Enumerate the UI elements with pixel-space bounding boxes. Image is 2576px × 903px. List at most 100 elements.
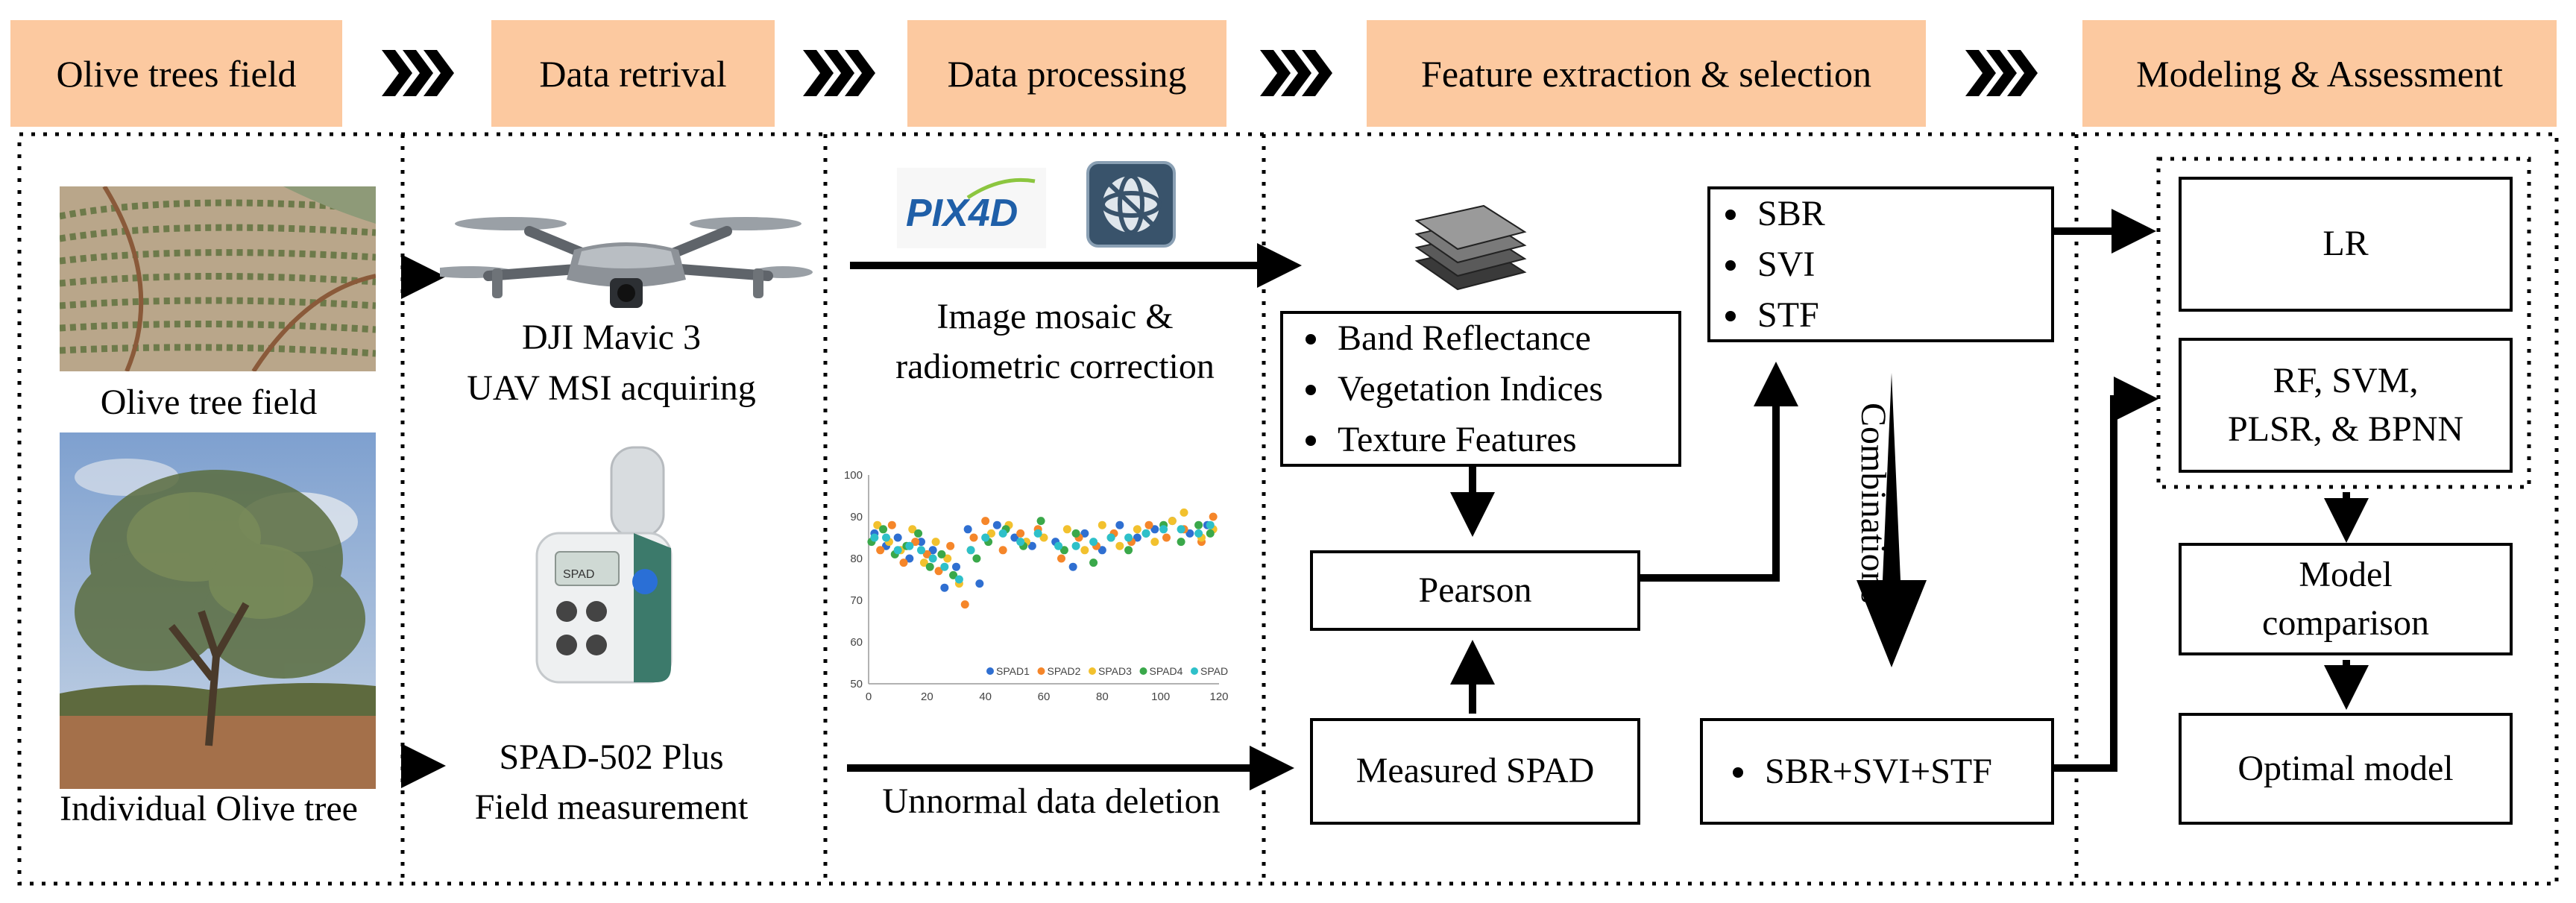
- comparison-line2: comparison: [2262, 602, 2429, 643]
- chart-x-tick-label: 120: [1209, 690, 1228, 703]
- comparison-line1: Model: [2299, 554, 2393, 594]
- ml-models-line2: PLSR, & BPNN: [2227, 409, 2464, 449]
- chart-point: [1150, 538, 1159, 547]
- chart-point: [1080, 546, 1089, 555]
- pearson-box: Pearson: [1310, 550, 1640, 631]
- chart-legend-marker: [1139, 667, 1147, 675]
- chart-point: [937, 550, 946, 559]
- chart-point: [1124, 533, 1133, 542]
- chart-point: [925, 562, 934, 571]
- chart-legend-marker: [1089, 667, 1096, 675]
- chevron-icon: [1260, 50, 1332, 96]
- chart-point: [975, 579, 984, 588]
- chart-x-tick-label: 60: [1038, 690, 1051, 703]
- chart-point: [1027, 541, 1036, 550]
- chart-point: [882, 533, 890, 542]
- chevron-icon: [382, 50, 454, 96]
- chart-point: [1098, 546, 1106, 555]
- feature-vegetation-indices: Vegetation Indices: [1332, 364, 1603, 415]
- chart-point: [966, 546, 975, 555]
- meter-display-text: SPAD: [563, 568, 594, 581]
- chart-point: [1124, 546, 1133, 555]
- uav-caption-line2: UAV MSI acquiring: [467, 368, 756, 408]
- chart-x-tick-label: 20: [921, 690, 933, 703]
- combinations-arrow-icon: [1857, 373, 1927, 667]
- chart-point: [893, 546, 902, 555]
- chart-point: [917, 546, 925, 555]
- chart-point: [1141, 529, 1150, 538]
- chart-point: [940, 562, 949, 571]
- chart-x-tick-label: 80: [1096, 690, 1109, 703]
- chart-point: [946, 541, 955, 550]
- chart-point: [876, 546, 885, 555]
- chart-point: [981, 533, 990, 542]
- aerial-olive-field-image: [60, 186, 376, 371]
- chart-point: [954, 575, 963, 584]
- chart-point: [1133, 533, 1141, 542]
- combined-sbr-svi-stf: SBR+SVI+STF: [1759, 746, 1992, 797]
- chart-y-tick-label: 80: [850, 553, 863, 565]
- chart-legend-marker: [1037, 667, 1045, 675]
- chart-point: [1071, 529, 1080, 538]
- chart-legend-label: SPAD3: [1098, 665, 1132, 677]
- feature-texture-features: Texture Features: [1332, 415, 1603, 465]
- chart-point: [972, 554, 981, 563]
- pix4d-logo: PIX4D: [897, 168, 1046, 248]
- spad-meter-icon: SPAD: [522, 444, 693, 690]
- feature-band-reflectance: Band Reflectance: [1332, 313, 1603, 364]
- chart-point: [893, 533, 902, 542]
- globe-software-icon: [1086, 160, 1177, 248]
- chart-point: [911, 538, 920, 547]
- chart-point: [1033, 529, 1042, 538]
- selected-features-box: SBR SVI STF: [1707, 186, 2054, 342]
- chart-point: [940, 583, 949, 592]
- chart-point: [943, 554, 952, 563]
- spad-caption-line2: Field measurement: [474, 787, 749, 827]
- chart-point: [969, 533, 978, 542]
- chart-legend-marker: [1191, 667, 1198, 675]
- chevron-icon: [1965, 50, 2038, 96]
- chart-point: [1010, 533, 1019, 542]
- chart-point: [1177, 525, 1185, 534]
- lr-model-box: LR: [2179, 177, 2513, 312]
- chart-point: [998, 529, 1007, 538]
- chart-point: [1177, 538, 1185, 547]
- measured-spad-box: Measured SPAD: [1310, 718, 1640, 825]
- feature-list-box: Band Reflectance Vegetation Indices Text…: [1280, 311, 1681, 467]
- chart-y-tick-label: 70: [850, 594, 863, 607]
- chart-point: [981, 517, 990, 526]
- combined-feature-list: SBR+SVI+STF: [1703, 746, 1992, 797]
- feature-list: Band Reflectance Vegetation Indices Text…: [1283, 313, 1603, 465]
- chart-point: [952, 562, 960, 571]
- chart-legend-label: SPAD1: [996, 665, 1030, 677]
- chart-point: [887, 520, 896, 529]
- chart-point: [1071, 541, 1080, 550]
- chart-point: [1150, 525, 1159, 534]
- pix4d-logo-text: PIX4D: [906, 192, 1018, 235]
- mosaic-caption-line2: radiometric correction: [895, 347, 1215, 386]
- chart-point: [1168, 517, 1177, 526]
- chart-point: [1016, 538, 1025, 547]
- chart-point: [1089, 538, 1098, 547]
- spad-caption-line1: SPAD-502 Plus: [499, 737, 724, 777]
- chart-y-tick-label: 90: [850, 511, 863, 523]
- chart-point: [1115, 541, 1124, 550]
- combinations-label: Combinations: [1854, 403, 1893, 604]
- dotted-frame: [17, 132, 2559, 886]
- chart-point: [998, 546, 1007, 555]
- selected-sbr: SBR: [1751, 189, 1825, 239]
- selected-svi: SVI: [1751, 239, 1825, 290]
- chart-y-tick-label: 50: [850, 678, 863, 690]
- chart-legend-label: SPAD4: [1150, 665, 1183, 677]
- chart-point: [949, 570, 958, 579]
- chart-point: [1068, 562, 1077, 571]
- chart-point: [1054, 541, 1063, 550]
- chart-point: [1133, 525, 1141, 534]
- chart-point: [914, 529, 923, 538]
- chart-point: [928, 546, 937, 555]
- chart-point: [1089, 559, 1098, 567]
- uav-caption-line1: DJI Mavic 3: [522, 318, 701, 357]
- chart-point: [870, 533, 879, 542]
- chart-point: [1036, 517, 1045, 526]
- chart-point: [1206, 520, 1215, 529]
